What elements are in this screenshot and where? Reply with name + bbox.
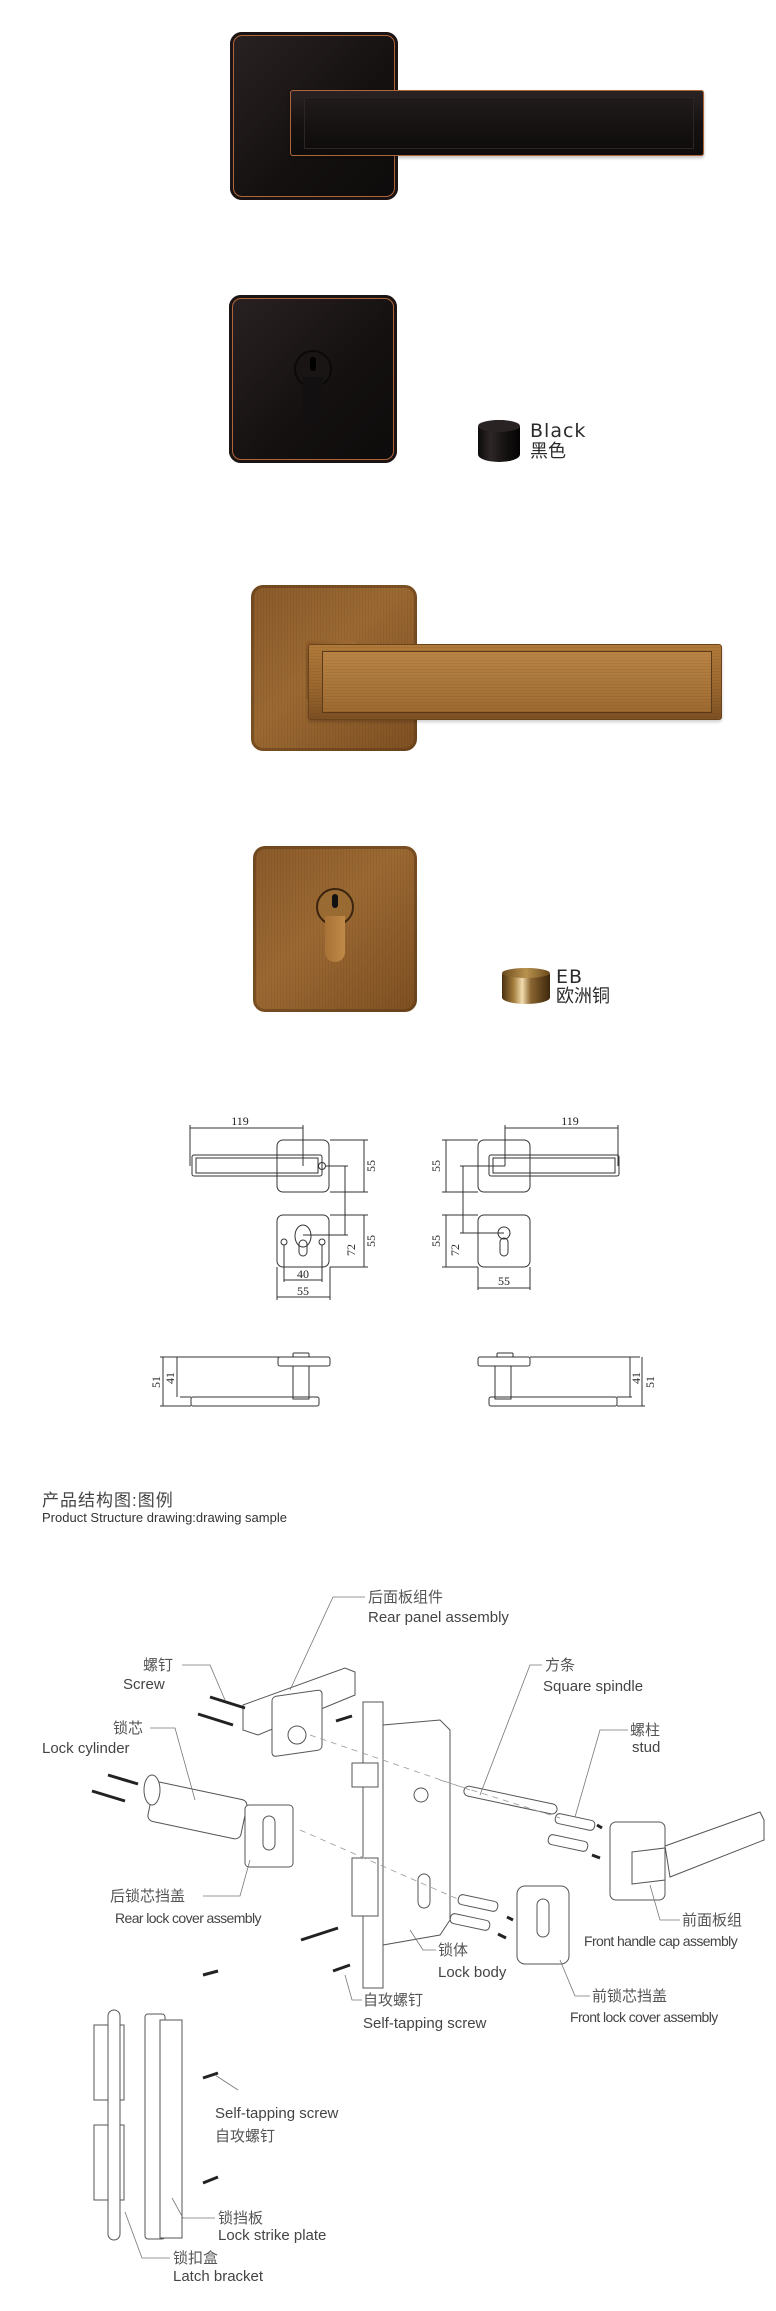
product-black-handle: [228, 30, 708, 205]
label-stud-en: stud: [632, 1739, 661, 1756]
svg-text:55: 55: [364, 1235, 378, 1247]
svg-text:55: 55: [498, 1274, 510, 1288]
svg-text:119: 119: [561, 1114, 579, 1128]
finish-name: EB: [556, 966, 584, 988]
label-screw-en: Screw: [123, 1676, 165, 1693]
label-lock-body-en: Lock body: [438, 1964, 507, 1981]
svg-text:51: 51: [149, 1376, 163, 1388]
svg-text:51: 51: [643, 1376, 657, 1388]
label-stud-cn: 螺柱: [630, 1722, 661, 1739]
finish-eb: EB 欧洲铜: [502, 966, 662, 1010]
label-rear-lock-cover-cn: 后锁芯挡盖: [110, 1888, 186, 1905]
product-brass-handle: [250, 584, 730, 754]
svg-text:41: 41: [163, 1372, 177, 1384]
svg-text:55: 55: [429, 1160, 443, 1172]
svg-text:119: 119: [231, 1114, 249, 1128]
eb-color-swatch: [502, 968, 550, 1004]
black-lock-rose: [229, 295, 397, 463]
brass-lock-rose: [253, 846, 417, 1012]
finish-name-cn: 欧洲铜: [556, 986, 610, 1007]
label-latch-bracket-cn: 锁扣盒: [173, 2250, 219, 2267]
svg-text:55: 55: [429, 1235, 443, 1247]
label-lock-cylinder-cn: 锁芯: [113, 1720, 144, 1737]
label-front-handle-cap-cn: 前面板组: [682, 1912, 743, 1929]
svg-text:72: 72: [344, 1244, 358, 1256]
svg-text:72: 72: [448, 1244, 462, 1256]
brass-lever: [308, 644, 722, 720]
svg-text:55: 55: [297, 1284, 309, 1298]
finish-name: Black: [530, 420, 587, 442]
label-lock-body-cn: 锁体: [438, 1942, 469, 1959]
label-square-spindle-cn: 方条: [545, 1657, 576, 1674]
black-lever: [290, 90, 704, 156]
label-lock-strike-plate-en: Lock strike plate: [218, 2227, 327, 2244]
label-front-lock-cover-cn: 前锁芯挡盖: [592, 1988, 668, 2005]
section-title-cn: 产品结构图:图例: [42, 1491, 174, 1510]
svg-text:40: 40: [297, 1267, 309, 1281]
section-title-en: Product Structure drawing:drawing sample: [42, 1510, 287, 1525]
svg-text:55: 55: [364, 1160, 378, 1172]
black-color-swatch: [478, 420, 520, 462]
label-square-spindle-en: Square spindle: [543, 1678, 644, 1695]
label-screw-cn: 螺钉: [143, 1657, 174, 1674]
label-latch-bracket-en: Latch bracket: [173, 2268, 264, 2285]
label-front-handle-cap-en: Front handle cap assembly: [584, 1933, 738, 1949]
label-front-lock-cover-en: Front lock cover assembly: [570, 2009, 718, 2025]
label-lock-cylinder-en: Lock cylinder: [42, 1740, 130, 1757]
finish-name-cn: 黑色: [530, 441, 566, 462]
label-rear-panel-cn: 后面板组件: [368, 1589, 444, 1606]
label-lock-strike-plate-cn: 锁挡板: [218, 2210, 264, 2227]
svg-text:41: 41: [629, 1372, 643, 1384]
label-rear-panel-en: Rear panel assembly: [368, 1609, 509, 1626]
dimension-drawing: 119 119 40 55 55 55 55 72 55 55 72 51 41…: [149, 1114, 657, 1407]
label-rear-lock-cover-en: Rear lock cover assembly: [115, 1910, 261, 1926]
label-strike-screw-cn: 自攻螺钉: [215, 2128, 276, 2145]
label-strike-screw-en: Self-tapping screw: [215, 2105, 339, 2122]
label-self-tapping-screw-en: Self-tapping screw: [363, 2015, 487, 2032]
finish-black: Black 黑色: [478, 420, 638, 464]
label-self-tapping-screw-cn: 自攻螺钉: [363, 1992, 424, 2009]
